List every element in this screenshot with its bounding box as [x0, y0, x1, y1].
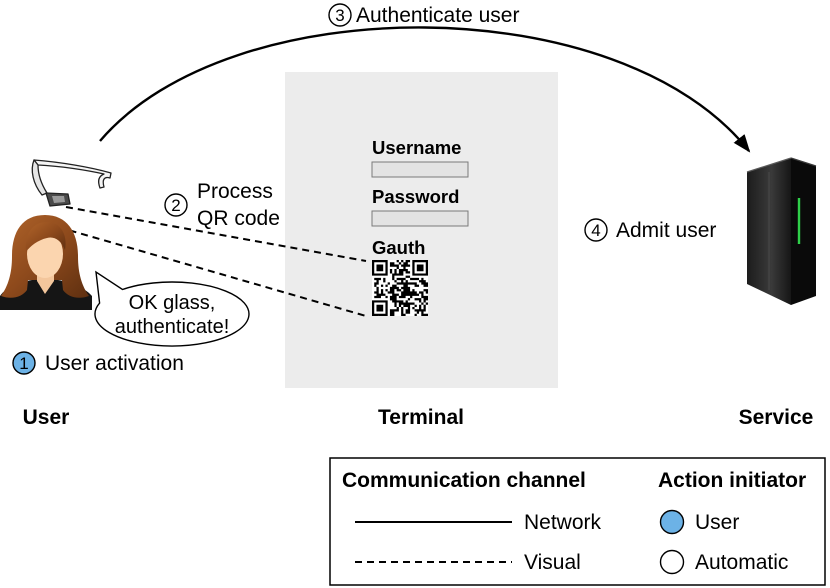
step-1: 1 User activation — [12, 351, 184, 375]
step-4-marker — [584, 218, 608, 242]
entity-label-terminal: Terminal — [378, 406, 464, 429]
speech-bubble-line-1: OK glass, — [129, 292, 216, 314]
step-4-label: Admit user — [616, 219, 716, 242]
legend-automatic-marker — [659, 549, 685, 575]
visual-channel-line-lower — [57, 226, 367, 317]
step-2-marker — [164, 193, 188, 217]
password-field — [371, 210, 469, 227]
legend-channel-title: Communication channel — [342, 469, 586, 492]
qr-code-modules — [372, 260, 428, 316]
step-2-number: 2 — [171, 196, 180, 215]
step-3-number: 3 — [335, 6, 344, 25]
step-1-number: 1 — [19, 354, 28, 373]
legend-user-label: User — [695, 511, 739, 534]
legend-automatic-label: Automatic — [695, 551, 788, 574]
terminal-screen — [285, 72, 558, 388]
step-3-marker — [328, 3, 352, 27]
legend-visual-label: Visual — [524, 551, 581, 574]
step-1-label: User activation — [45, 352, 184, 375]
speech-bubble: OK glass, authenticate! — [94, 270, 250, 347]
legend: Communication channel Action initiator N… — [329, 457, 826, 586]
username-label: Username — [372, 137, 461, 158]
qr-code-icon — [372, 260, 428, 316]
google-glass-icon — [31, 159, 112, 207]
legend-user-marker — [659, 509, 685, 535]
qr-code-label: Gauth — [372, 237, 425, 258]
server-icon — [746, 157, 817, 305]
speech-bubble-line-2: authenticate! — [115, 316, 230, 338]
network-channel-arrow — [99, 26, 751, 153]
step-4-number: 4 — [591, 221, 600, 240]
entity-label-service: Service — [739, 406, 814, 429]
legend-initiator-title: Action initiator — [658, 469, 806, 492]
visual-channel-line-upper — [65, 206, 367, 262]
legend-network-label: Network — [524, 511, 602, 534]
step-3: 3 Authenticate user — [328, 3, 519, 27]
user-avatar-icon — [0, 215, 92, 310]
step-2: 2 Process QR code — [164, 180, 280, 230]
step-2-label-line-2: QR code — [197, 207, 280, 230]
step-3-label: Authenticate user — [356, 4, 519, 27]
password-label: Password — [372, 186, 459, 207]
step-2-label-line-1: Process — [197, 180, 273, 203]
username-field — [371, 161, 469, 178]
speech-bubble-shape — [94, 270, 250, 347]
terminal: Username Password Gauth — [285, 72, 558, 388]
step-4: 4 Admit user — [584, 218, 716, 242]
entity-label-user: User — [23, 406, 70, 429]
step-1-marker — [12, 351, 36, 375]
